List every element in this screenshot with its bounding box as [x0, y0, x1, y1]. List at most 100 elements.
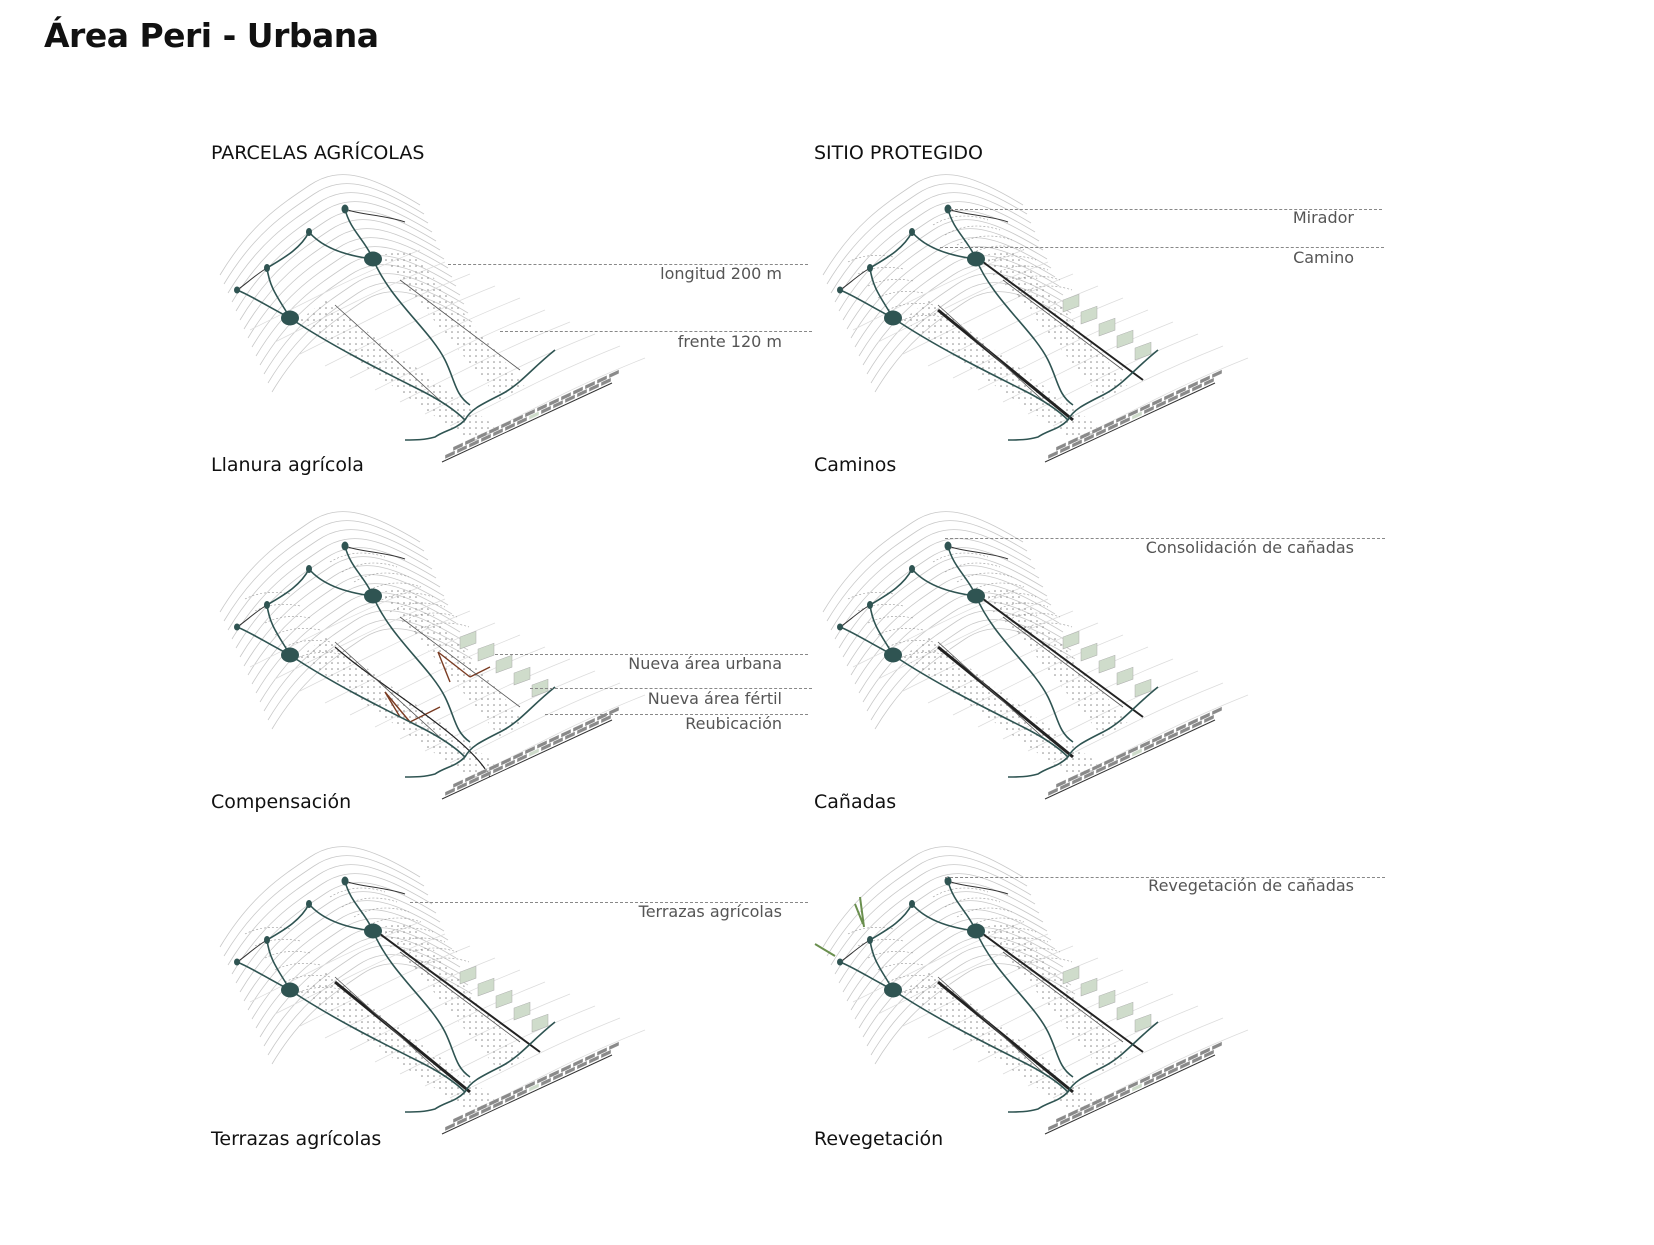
urban-block [1139, 402, 1151, 413]
ridge-line [947, 208, 1009, 223]
caption-llanura: Llanura agrícola [211, 454, 364, 476]
terrace-line [956, 907, 1013, 918]
stream [266, 604, 466, 758]
urban-block [1175, 723, 1187, 733]
urban-block [1079, 767, 1091, 778]
urban-block [540, 1077, 552, 1087]
urban-block [504, 759, 516, 769]
urban-block [1091, 762, 1103, 772]
road-path [942, 307, 1079, 419]
street-line [441, 1054, 613, 1135]
green-plot [1098, 654, 1116, 674]
urban-block [1067, 1108, 1079, 1118]
contour-line [850, 909, 1052, 1011]
urban-block [1199, 1046, 1211, 1057]
urban-block [464, 773, 476, 783]
plot-boundary [1002, 616, 1124, 708]
urban-block [1155, 1071, 1167, 1081]
stream [947, 545, 1074, 743]
urban-block [1163, 1063, 1175, 1073]
urban-block [1131, 410, 1143, 421]
green-plot [1098, 989, 1116, 1009]
contour-line [826, 855, 1028, 957]
stream [869, 939, 1069, 1093]
road-path [942, 979, 1079, 1091]
contour-line [227, 192, 429, 294]
urban-block [516, 753, 528, 763]
urban-block [1175, 1058, 1187, 1068]
urban-block [524, 1080, 536, 1090]
urban-block [1131, 1082, 1143, 1093]
urban-block [608, 369, 620, 379]
reservoir-node [867, 264, 873, 272]
urban-block [1091, 425, 1103, 435]
reservoir-node [306, 900, 312, 908]
urban-block [1139, 739, 1151, 750]
contour-line [247, 574, 449, 676]
green-plot [1080, 977, 1098, 997]
urban-block [560, 728, 572, 738]
urban-block [524, 745, 536, 755]
urban-block [536, 402, 548, 413]
stream [266, 568, 310, 606]
green-plot [1116, 1001, 1134, 1021]
urban-block [588, 719, 600, 730]
reservoir-node [867, 601, 873, 609]
reservoir-node [837, 958, 843, 966]
urban-block [596, 1046, 608, 1057]
reservoir-node [884, 310, 902, 326]
stream [344, 880, 471, 1078]
page-title: Área Peri - Urbana [44, 16, 379, 55]
plot-boundary [937, 304, 1049, 406]
urban-block [576, 1060, 588, 1070]
ridge-line [344, 208, 406, 223]
urban-block [476, 767, 488, 778]
urban-block [1187, 1052, 1199, 1062]
contour-line [219, 511, 421, 613]
relocation-line [384, 691, 401, 718]
terrace-line [389, 602, 446, 613]
urban-block [1083, 1105, 1095, 1115]
urban-block [1071, 1110, 1083, 1121]
stream [911, 231, 977, 260]
reservoir-node [967, 588, 985, 604]
urban-block [456, 781, 468, 791]
green-plot [459, 965, 477, 985]
contour-line [223, 520, 425, 622]
urban-block [584, 380, 596, 390]
reservoir-node [364, 923, 382, 939]
stream [404, 756, 466, 778]
urban-block [512, 751, 524, 761]
stream [464, 349, 556, 421]
reservoir-node [909, 900, 915, 908]
plot-boundary [334, 976, 446, 1078]
leader-line [495, 654, 808, 655]
plot-boundary [399, 951, 521, 1043]
urban-block [552, 1071, 564, 1081]
urban-block [1091, 1097, 1103, 1107]
plot-boundary [1002, 951, 1124, 1043]
urban-block [1143, 405, 1155, 415]
relocation-line [384, 691, 411, 723]
contour-line [842, 556, 1044, 658]
urban-block [600, 377, 612, 387]
fertile-band [300, 300, 500, 445]
reservoir-node [364, 251, 382, 267]
contour-line [842, 891, 1044, 993]
stream [344, 208, 471, 406]
plot-boundary [937, 976, 1049, 1078]
urban-block [1155, 399, 1167, 409]
urban-block [468, 1110, 480, 1121]
green-plot [1098, 317, 1116, 337]
reservoir-node [306, 228, 312, 236]
stream [869, 267, 1069, 421]
annotation-reubicacion: Reubicación [685, 714, 782, 733]
urban-block [1055, 442, 1067, 452]
reservoir-node [264, 601, 270, 609]
road-path [942, 644, 1079, 756]
urban-block [1103, 1091, 1115, 1101]
urban-block [1203, 714, 1215, 724]
urban-block [1131, 747, 1143, 758]
contour-line [247, 909, 449, 1011]
